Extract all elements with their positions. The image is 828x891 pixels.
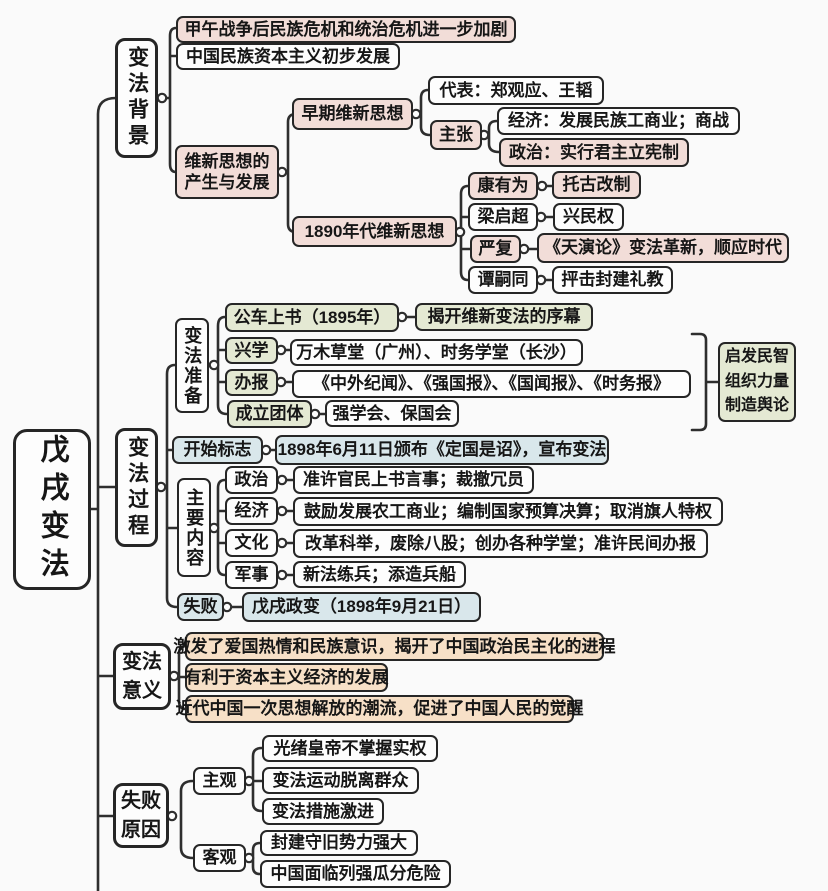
node-process-failure-detail: 戊戌政变（1898年9月21日） xyxy=(242,592,481,622)
junction-dot xyxy=(275,344,287,356)
node-kang: 康有为 xyxy=(468,172,538,200)
junction-dot xyxy=(208,522,220,534)
node-claims: 主张 xyxy=(430,120,482,150)
node-content-culture: 文化 xyxy=(225,529,278,557)
node-subjective-item: 变法运动脱离群众 xyxy=(262,767,419,794)
junction-dot xyxy=(166,810,178,822)
node-objective-item: 中国面临列强瓜分危险 xyxy=(260,860,451,888)
node-petition: 公车上书（1895年） xyxy=(225,303,399,332)
junction-dot xyxy=(276,505,288,517)
connector-effect-bracket xyxy=(690,332,720,432)
junction-dot xyxy=(276,166,288,178)
node-liang: 梁启超 xyxy=(468,203,538,231)
junction-dot xyxy=(156,92,168,104)
node-preparation: 变法准备 xyxy=(175,318,209,413)
node-crisis: 甲午战争后民族危机和统治危机进一步加剧 xyxy=(176,16,516,43)
junction-dot xyxy=(221,601,233,613)
junction-dot xyxy=(208,359,220,371)
node-kang-idea: 托古改制 xyxy=(552,171,641,199)
node-process: 变法过程 xyxy=(115,428,158,547)
junction-dot xyxy=(536,180,548,192)
node-capitalism: 中国民族资本主义初步发展 xyxy=(176,43,400,70)
junction-dot xyxy=(275,376,287,388)
junction-dot xyxy=(276,474,288,486)
node-yan: 严复 xyxy=(470,235,521,263)
node-content-economy-detail: 鼓励发展农工商业；编制国家预算决算；取消旗人特权 xyxy=(293,497,723,526)
node-start-detail: 1898年6月11日颁布《定国是诏》，宣布变法 xyxy=(275,435,609,465)
node-failure-reasons: 失败原因 xyxy=(113,783,169,848)
node-content-military: 军事 xyxy=(225,561,278,589)
node-content-military-detail: 新法练兵；添造兵船 xyxy=(293,561,466,588)
node-school-detail: 万木草堂（广州）、时务学堂（长沙） xyxy=(290,339,583,366)
node-press-detail: 《中外纪闻》、《强国报》、《国闻报》、《时务报》 xyxy=(292,370,691,398)
node-root: 戊戌变法 xyxy=(13,429,91,590)
node-subjective-item: 光绪皇帝不掌握实权 xyxy=(262,735,438,762)
junction-dot xyxy=(309,408,321,420)
node-significance: 变法意义 xyxy=(113,643,171,710)
node-content-economy: 经济 xyxy=(225,497,278,525)
node-1890s-thought: 1890年代维新思想 xyxy=(292,216,457,247)
node-subjective-item: 变法措施激进 xyxy=(262,798,384,825)
node-tan: 谭嗣同 xyxy=(468,266,538,294)
node-start-sign: 开始标志 xyxy=(172,436,263,464)
node-subjective: 主观 xyxy=(193,767,246,795)
connector-spine xyxy=(89,96,118,891)
junction-dot xyxy=(535,274,547,286)
node-claims-politics: 政治：实行君主立宪制 xyxy=(499,138,689,167)
node-liang-idea: 兴民权 xyxy=(553,203,624,231)
junction-dot xyxy=(168,670,180,682)
node-early-thought: 早期维新思想 xyxy=(292,98,413,130)
node-objective: 客观 xyxy=(193,844,246,872)
junction-dot xyxy=(410,108,422,120)
junction-dot xyxy=(276,537,288,549)
junction-dot xyxy=(518,243,530,255)
junction-dot xyxy=(260,444,272,456)
node-background: 变法背景 xyxy=(115,38,158,158)
node-significance-item: 激发了爱国热情和民族意识，揭开了中国政治民主化的进程 xyxy=(174,632,616,661)
node-significance-item: 近代中国一次思想解放的潮流，促进了中国人民的觉醒 xyxy=(176,695,584,723)
node-objective-item: 封建守旧势力强大 xyxy=(260,830,418,856)
node-main-content: 主要内容 xyxy=(177,478,211,577)
node-significance-item: 有利于资本主义经济的发展 xyxy=(185,663,389,692)
node-process-failure: 失败 xyxy=(177,593,224,621)
junction-dot xyxy=(243,852,255,864)
node-content-politics-detail: 准许官民上书言事；裁撤冗员 xyxy=(293,466,534,494)
node-yan-idea: 《天演论》变法革新，顺应时代 xyxy=(537,233,789,263)
node-content-politics: 政治 xyxy=(225,466,278,494)
junction-dot xyxy=(396,311,408,323)
node-society-detail: 强学会、保国会 xyxy=(325,400,459,427)
node-tan-idea: 抨击封建礼教 xyxy=(552,266,673,294)
node-preparation-effect: 启发民智 组织力量 制造舆论 xyxy=(718,342,796,422)
node-claims-economy: 经济：发展民族工商业；商战 xyxy=(497,107,740,135)
junction-dot xyxy=(243,775,255,787)
node-content-culture-detail: 改革科举，废除八股；创办各种学堂；准许民间办报 xyxy=(293,529,708,558)
node-early-representatives: 代表：郑观应、王韬 xyxy=(428,76,604,105)
node-press: 办报 xyxy=(225,369,278,396)
node-reform-thought: 维新思想的产生与发展 xyxy=(175,145,279,199)
junction-dot xyxy=(276,569,288,581)
junction-dot xyxy=(155,481,167,493)
node-school: 兴学 xyxy=(225,337,278,364)
node-society: 成立团体 xyxy=(227,400,312,428)
node-petition-result: 揭开维新变法的序幕 xyxy=(415,303,593,331)
junction-dot xyxy=(454,226,466,238)
junction-dot xyxy=(535,211,547,223)
